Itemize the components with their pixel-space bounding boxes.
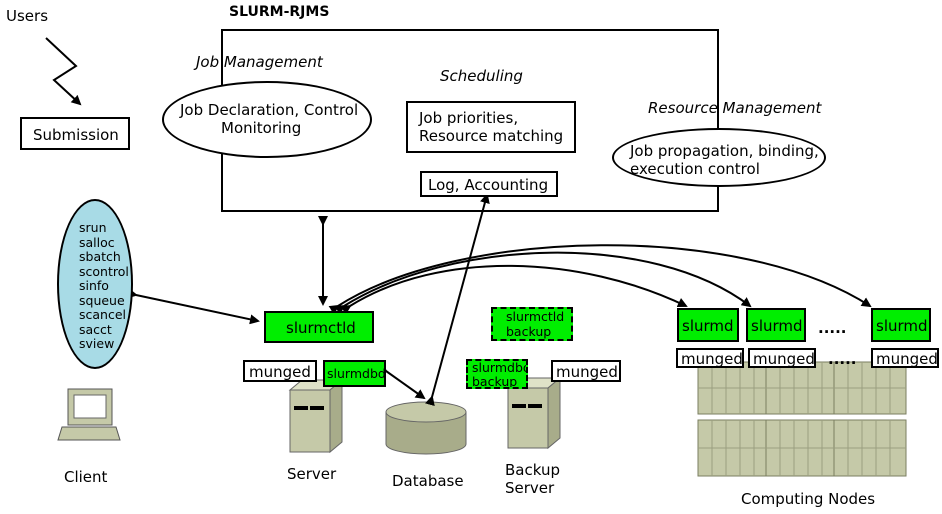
backup-server-label: Backup Server (505, 461, 560, 497)
slurmd-box-2: slurmd (746, 308, 806, 342)
munged-backup-label: munged (556, 363, 618, 381)
client-computer-icon (57, 388, 121, 441)
slurmdbd-database-arrow (376, 362, 426, 400)
munged-node-box-3: munged (871, 348, 939, 368)
slurmd-label-3: slurmd (876, 317, 928, 335)
scheduling-label: Scheduling (440, 67, 523, 85)
database-log-arrow (425, 193, 490, 407)
munged-node-box-2: munged (748, 348, 816, 368)
command-squeue: squeue (79, 292, 125, 308)
slurmdbd-backup-box: slurmdbd backup (466, 359, 528, 389)
command-sview: sview (79, 336, 115, 351)
command-sinfo: sinfo (79, 278, 109, 293)
command-sacct: sacct (79, 321, 112, 337)
backup-server-line2: Server (505, 479, 555, 497)
munged-node-label-3: munged (876, 350, 938, 368)
munged-server-box: munged (243, 360, 317, 382)
munged-backup-box: munged (551, 360, 621, 382)
slurmdbd-backup-line1: slurmdbd (472, 360, 528, 375)
log-accounting-box: Log, Accounting (420, 171, 558, 197)
slurmctld-slurmd1-arrow (340, 264, 688, 315)
slurmctld-slurmd2-arrow (334, 251, 752, 315)
job-declaration-line1: Job Declaration, Control (180, 101, 359, 119)
client-label: Client (64, 468, 108, 486)
resource-management-label: Resource Management (648, 99, 822, 117)
command-srun: srun (79, 220, 107, 235)
submission-label: Submission (33, 126, 119, 144)
munged-ellipsis: ..... (828, 350, 857, 368)
database-cylinder-icon (385, 401, 467, 455)
munged-node-label-1: munged (681, 350, 743, 368)
munged-node-label-2: munged (753, 350, 815, 368)
job-propagation-line1: Job propagation, binding, (630, 142, 819, 160)
munged-server-label: munged (249, 363, 311, 381)
slurmd-label-2: slurmd (751, 317, 803, 335)
rjms-title: SLURM-RJMS (229, 4, 330, 20)
slurmdbd-label: slurmdbd (327, 366, 386, 381)
computing-nodes-rack-icon (697, 361, 907, 477)
command-sbatch: sbatch (79, 249, 121, 264)
client-commands-ellipse: srun salloc sbatch scontrol sinfo squeue… (57, 199, 133, 369)
job-propagation-ellipse: Job propagation, binding, execution cont… (612, 128, 826, 187)
slurmd-label-1: slurmd (682, 317, 734, 335)
server-label: Server (287, 465, 337, 483)
database-label: Database (392, 472, 464, 490)
users-label: Users (6, 7, 49, 25)
command-salloc: salloc (79, 234, 115, 250)
job-priorities-line2: Resource matching (419, 127, 564, 145)
slurmctld-backup-box: slurmctld backup (491, 307, 573, 341)
munged-node-box-1: munged (676, 348, 744, 368)
slurmctld-slurmd3-arrow (328, 244, 872, 315)
slurmctld-backup-line2: backup (506, 324, 552, 339)
slurmd-box-3: slurmd (871, 308, 931, 342)
client-slurmctld-arrow (127, 288, 260, 325)
slurmd-ellipsis: ..... (818, 319, 847, 337)
job-management-label: Job Management (196, 53, 323, 71)
job-priorities-box: Job priorities, Resource matching (406, 101, 576, 153)
command-scontrol: scontrol (79, 263, 129, 279)
slurmdbd-backup-line2: backup (472, 374, 518, 389)
job-priorities-line1: Job priorities, (419, 109, 519, 127)
backup-server-line1: Backup (505, 461, 560, 479)
command-scancel: scancel (79, 307, 127, 322)
slurmctld-box: slurmctld (264, 311, 374, 343)
job-propagation-line2: execution control (630, 160, 760, 178)
slurmd-box-1: slurmd (677, 308, 739, 342)
slurmdbd-box: slurmdbd (323, 360, 386, 387)
slurmctld-backup-line1: slurmctld (506, 309, 565, 324)
server-tower-icon (288, 378, 344, 454)
log-accounting-label: Log, Accounting (428, 176, 549, 194)
job-declaration-line2: Monitoring (221, 119, 302, 137)
users-lightning-arrow (45, 37, 82, 106)
slurmctld-label: slurmctld (286, 319, 356, 337)
computing-nodes-label: Computing Nodes (741, 490, 876, 508)
submission-box: Submission (20, 117, 130, 150)
job-declaration-ellipse: Job Declaration, Control Monitoring (162, 81, 372, 158)
